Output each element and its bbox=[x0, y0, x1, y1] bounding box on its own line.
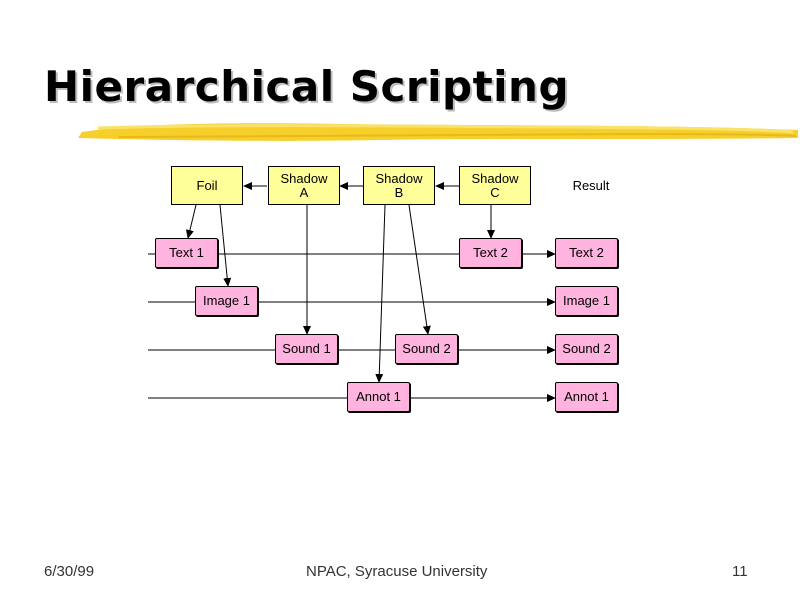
result-header: Result bbox=[555, 166, 627, 205]
result-sound2-node: Sound 2 bbox=[555, 334, 618, 364]
shadow-c-label: Shadow C bbox=[471, 170, 519, 200]
foil-to-image1-arrow bbox=[219, 204, 232, 287]
annot1-label: Annot 1 bbox=[356, 389, 401, 404]
shadow-a-label: Shadow A bbox=[280, 170, 328, 200]
foil-box: Foil bbox=[171, 166, 243, 205]
result-image1-node: Image 1 bbox=[555, 286, 618, 316]
shadow-c-box: Shadow C bbox=[459, 166, 531, 205]
footer-page-number: 11 bbox=[732, 563, 748, 580]
sound2-node: Sound 2 bbox=[395, 334, 458, 364]
result-text2-label: Text 2 bbox=[569, 245, 604, 260]
result-sound2-label: Sound 2 bbox=[562, 341, 611, 356]
text2-label: Text 2 bbox=[473, 245, 508, 260]
sound1-label: Sound 1 bbox=[282, 341, 331, 356]
shadow-b-to-annot1-arrow bbox=[375, 204, 386, 383]
text1-label: Text 1 bbox=[169, 245, 204, 260]
sound2-label: Sound 2 bbox=[402, 341, 451, 356]
foil-to-text1-arrow bbox=[185, 204, 197, 239]
title-underline-brush bbox=[78, 123, 798, 141]
shadow-b-to-sound2-arrow bbox=[408, 204, 431, 335]
text2-node: Text 2 bbox=[459, 238, 522, 268]
shadow-b-label: Shadow B bbox=[375, 170, 423, 200]
shadow-a-box: Shadow A bbox=[268, 166, 340, 205]
result-image1-label: Image 1 bbox=[563, 293, 610, 308]
result-annot1-label: Annot 1 bbox=[564, 389, 609, 404]
result-label: Result bbox=[572, 178, 610, 193]
text1-node: Text 1 bbox=[155, 238, 218, 268]
sound1-node: Sound 1 bbox=[275, 334, 338, 364]
shadow-b-box: Shadow B bbox=[363, 166, 435, 205]
footer-organization: NPAC, Syracuse University bbox=[306, 563, 488, 580]
foil-label: Foil bbox=[196, 177, 218, 193]
result-annot1-node: Annot 1 bbox=[555, 382, 618, 412]
slide-title: Hierarchical Scripting bbox=[44, 62, 570, 111]
image1-node: Image 1 bbox=[195, 286, 258, 316]
annot1-node: Annot 1 bbox=[347, 382, 410, 412]
result-text2-node: Text 2 bbox=[555, 238, 618, 268]
image1-label: Image 1 bbox=[203, 293, 250, 308]
footer-date: 6/30/99 bbox=[44, 563, 95, 580]
